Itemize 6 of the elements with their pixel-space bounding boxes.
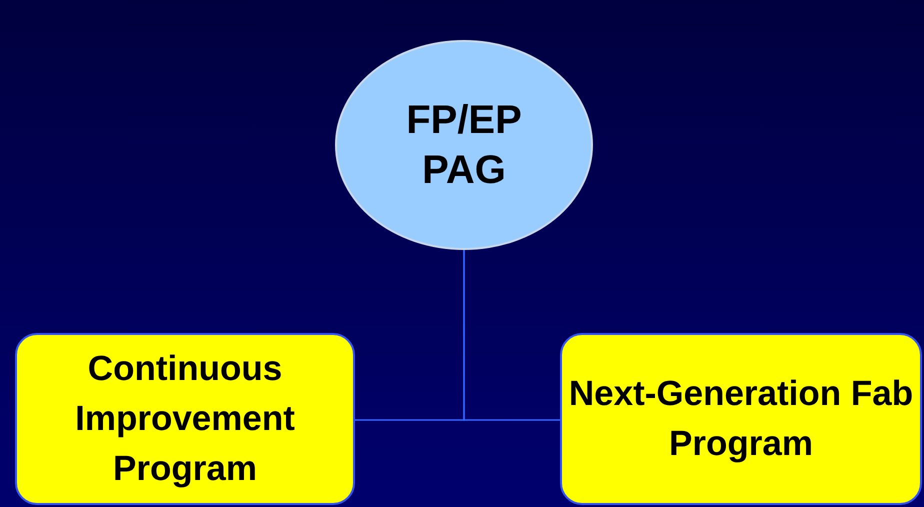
connector-line (463, 250, 560, 421)
program-box (15, 333, 355, 505)
program-box (560, 333, 922, 505)
node-label: Next-Generation Fab Program (568, 373, 914, 465)
node-label: FP/EP PAG (405, 97, 523, 194)
node-label: Continuous Improvement Program (74, 348, 296, 490)
